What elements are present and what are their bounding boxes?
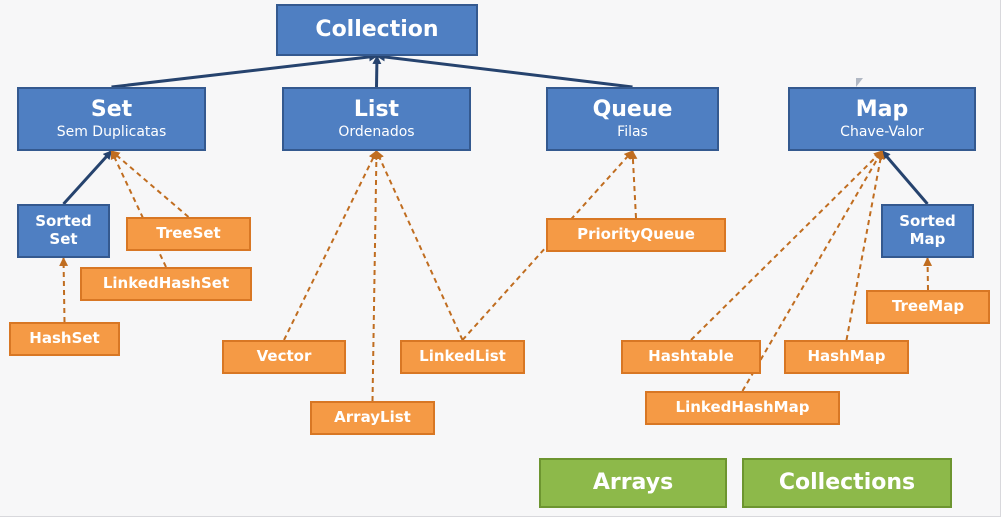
list-subtitle: Ordenados xyxy=(338,124,415,141)
hashtable-label: Hashtable xyxy=(648,347,734,366)
hashset-node: HashSet xyxy=(9,322,120,356)
queue-title: Queue xyxy=(592,97,673,123)
link-vector-to-list xyxy=(283,150,378,341)
collections-label: Collections xyxy=(778,470,916,496)
linkedlist-label: LinkedList xyxy=(419,347,506,366)
list-title: List xyxy=(353,97,400,123)
link-priorityqueue-to-queue xyxy=(628,150,638,219)
treeset-node: TreeSet xyxy=(126,217,251,251)
priorityqueue-node: PriorityQueue xyxy=(546,218,726,252)
priorityqueue-label: PriorityQueue xyxy=(577,225,695,244)
hashtable-node: Hashtable xyxy=(621,340,761,374)
link-queue-to-collection xyxy=(376,52,633,89)
queue-node: Queue Filas xyxy=(546,87,719,151)
vector-label: Vector xyxy=(256,347,312,366)
arraylist-node: ArrayList xyxy=(310,401,435,435)
link-sorted_set-to-set xyxy=(62,149,113,206)
hashset-label: HashSet xyxy=(29,329,100,348)
set-title: Set xyxy=(90,97,133,123)
sorted-set-subtitle: Set xyxy=(49,230,78,248)
list-node: List Ordenados xyxy=(282,87,471,151)
linkedlist-node: LinkedList xyxy=(400,340,525,374)
collection-node: Collection xyxy=(276,4,478,56)
treemap-node: TreeMap xyxy=(866,290,990,324)
sorted-map-subtitle: Map xyxy=(909,230,946,248)
map-subtitle: Chave-Valor xyxy=(840,124,924,141)
linkedhashmap-node: LinkedHashMap xyxy=(645,391,840,425)
mouse-cursor-icon xyxy=(856,78,863,87)
link-sorted_map-to-map xyxy=(880,150,929,205)
link-treemap-to-sorted_map xyxy=(923,257,933,291)
link-arraylist-to-list xyxy=(371,150,381,402)
sorted-map-node: Sorted Map xyxy=(881,204,974,258)
hashmap-label: HashMap xyxy=(807,347,886,366)
linkedhashset-label: LinkedHashSet xyxy=(102,274,230,293)
map-title: Map xyxy=(855,97,909,123)
sorted-map-title: Sorted xyxy=(899,212,956,231)
map-node: Map Chave-Valor xyxy=(788,87,976,151)
treeset-label: TreeSet xyxy=(156,224,221,243)
linkedhashmap-label: LinkedHashMap xyxy=(675,398,810,417)
linkedhashset-node: LinkedHashSet xyxy=(80,267,252,301)
link-treeset-to-set xyxy=(110,150,190,218)
arraylist-label: ArrayList xyxy=(334,408,411,427)
link-linkedlist-to-list xyxy=(375,150,464,341)
collections-node: Collections xyxy=(742,458,952,508)
link-list-to-collection xyxy=(372,55,382,88)
sorted-set-node: Sorted Set xyxy=(17,204,110,258)
treemap-label: TreeMap xyxy=(891,297,965,316)
arrays-label: Arrays xyxy=(592,470,674,496)
sorted-set-title: Sorted xyxy=(35,212,92,231)
link-set-to-collection xyxy=(111,52,378,89)
hashmap-node: HashMap xyxy=(784,340,909,374)
vector-node: Vector xyxy=(222,340,346,374)
link-linkedhashmap-to-map xyxy=(741,150,883,392)
set-subtitle: Sem Duplicatas xyxy=(56,124,167,141)
collection-title: Collection xyxy=(315,17,439,43)
arrays-node: Arrays xyxy=(539,458,727,508)
link-hashset-to-sorted_set xyxy=(59,257,69,323)
set-node: Set Sem Duplicatas xyxy=(17,87,206,151)
queue-subtitle: Filas xyxy=(617,124,648,141)
